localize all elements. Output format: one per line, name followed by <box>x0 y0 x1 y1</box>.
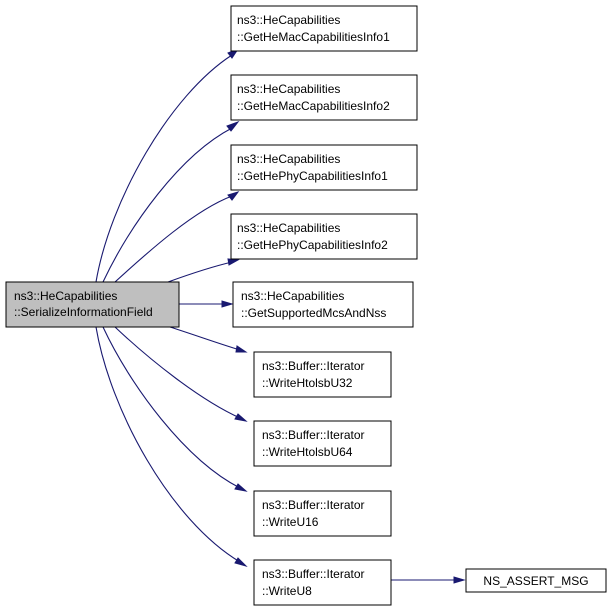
arrowhead-9 <box>234 557 248 567</box>
callee-4-line2: ::GetHePhyCapabilitiesInfo2 <box>237 238 388 252</box>
node-write-htolsb-u32[interactable]: ns3::Buffer::Iterator ::WriteHtolsbU32 <box>253 351 392 398</box>
arrowhead-6 <box>235 345 248 353</box>
node-serialize-information-field[interactable]: ns3::HeCapabilities ::SerializeInformati… <box>5 281 180 328</box>
callee-8-line1: ns3::Buffer::Iterator <box>262 498 365 512</box>
arrowhead-10 <box>453 576 466 584</box>
root-line2: ::SerializeInformationField <box>14 305 153 319</box>
callee-2-line1: ns3::HeCapabilities <box>237 82 340 96</box>
node-ns-assert-msg[interactable]: NS_ASSERT_MSG <box>465 568 607 593</box>
node-get-supported-mcs-and-nss[interactable]: ns3::HeCapabilities ::GetSupportedMcsAnd… <box>232 281 414 328</box>
callee-3-line1: ns3::HeCapabilities <box>237 152 340 166</box>
arrowhead-2 <box>226 120 240 132</box>
edge-to-write-htolsb-u32 <box>169 326 241 351</box>
edge-to-get-he-mac-capabilities-info2 <box>102 127 233 283</box>
edge-to-write-u8 <box>95 326 241 563</box>
node-write-htolsb-u64[interactable]: ns3::Buffer::Iterator ::WriteHtolsbU64 <box>253 420 392 467</box>
callee-7-line2: ::WriteHtolsbU64 <box>262 445 353 459</box>
arrowhead-7 <box>234 413 248 422</box>
callee-3-line2: ::GetHePhyCapabilitiesInfo1 <box>237 169 388 183</box>
arrowhead-4 <box>227 258 240 266</box>
callee-5-line1: ns3::HeCapabilities <box>241 289 344 303</box>
callee-1-line1: ns3::HeCapabilities <box>237 13 340 27</box>
callee-1-line2: ::GetHeMacCapabilitiesInfo1 <box>237 30 390 44</box>
edge-to-get-he-mac-capabilities-info1 <box>95 54 233 283</box>
arrowhead-8 <box>234 483 248 492</box>
node-write-u8[interactable]: ns3::Buffer::Iterator ::WriteU8 <box>253 559 392 606</box>
leaf-label: NS_ASSERT_MSG <box>483 574 588 588</box>
callee-9-line1: ns3::Buffer::Iterator <box>262 567 365 581</box>
callee-5-line2: ::GetSupportedMcsAndNss <box>241 306 386 320</box>
arrowhead-5 <box>221 300 234 308</box>
node-get-he-phy-capabilities-info1[interactable]: ns3::HeCapabilities ::GetHePhyCapabiliti… <box>230 144 418 191</box>
node-get-he-mac-capabilities-info2[interactable]: ns3::HeCapabilities ::GetHeMacCapabiliti… <box>230 74 418 121</box>
root-line1: ns3::HeCapabilities <box>14 289 117 303</box>
callee-6-line1: ns3::Buffer::Iterator <box>262 359 365 373</box>
callee-6-line2: ::WriteHtolsbU32 <box>262 376 353 390</box>
edges <box>95 47 466 584</box>
callee-4-line1: ns3::HeCapabilities <box>237 221 340 235</box>
arrowhead-3 <box>227 191 240 201</box>
callee-8-line2: ::WriteU16 <box>262 515 319 529</box>
callee-7-line1: ns3::Buffer::Iterator <box>262 428 365 442</box>
node-get-he-mac-capabilities-info1[interactable]: ns3::HeCapabilities ::GetHeMacCapabiliti… <box>230 5 418 52</box>
callee-9-line2: ::WriteU8 <box>262 584 312 598</box>
edge-to-write-htolsb-u64 <box>114 326 241 419</box>
edge-to-get-he-phy-capabilities-info2 <box>167 261 233 283</box>
edge-to-write-u16 <box>102 326 241 489</box>
node-get-he-phy-capabilities-info2[interactable]: ns3::HeCapabilities ::GetHePhyCapabiliti… <box>230 213 418 260</box>
edge-to-get-he-phy-capabilities-info1 <box>114 195 233 283</box>
node-write-u16[interactable]: ns3::Buffer::Iterator ::WriteU16 <box>253 490 392 537</box>
callee-2-line2: ::GetHeMacCapabilitiesInfo2 <box>237 99 390 113</box>
